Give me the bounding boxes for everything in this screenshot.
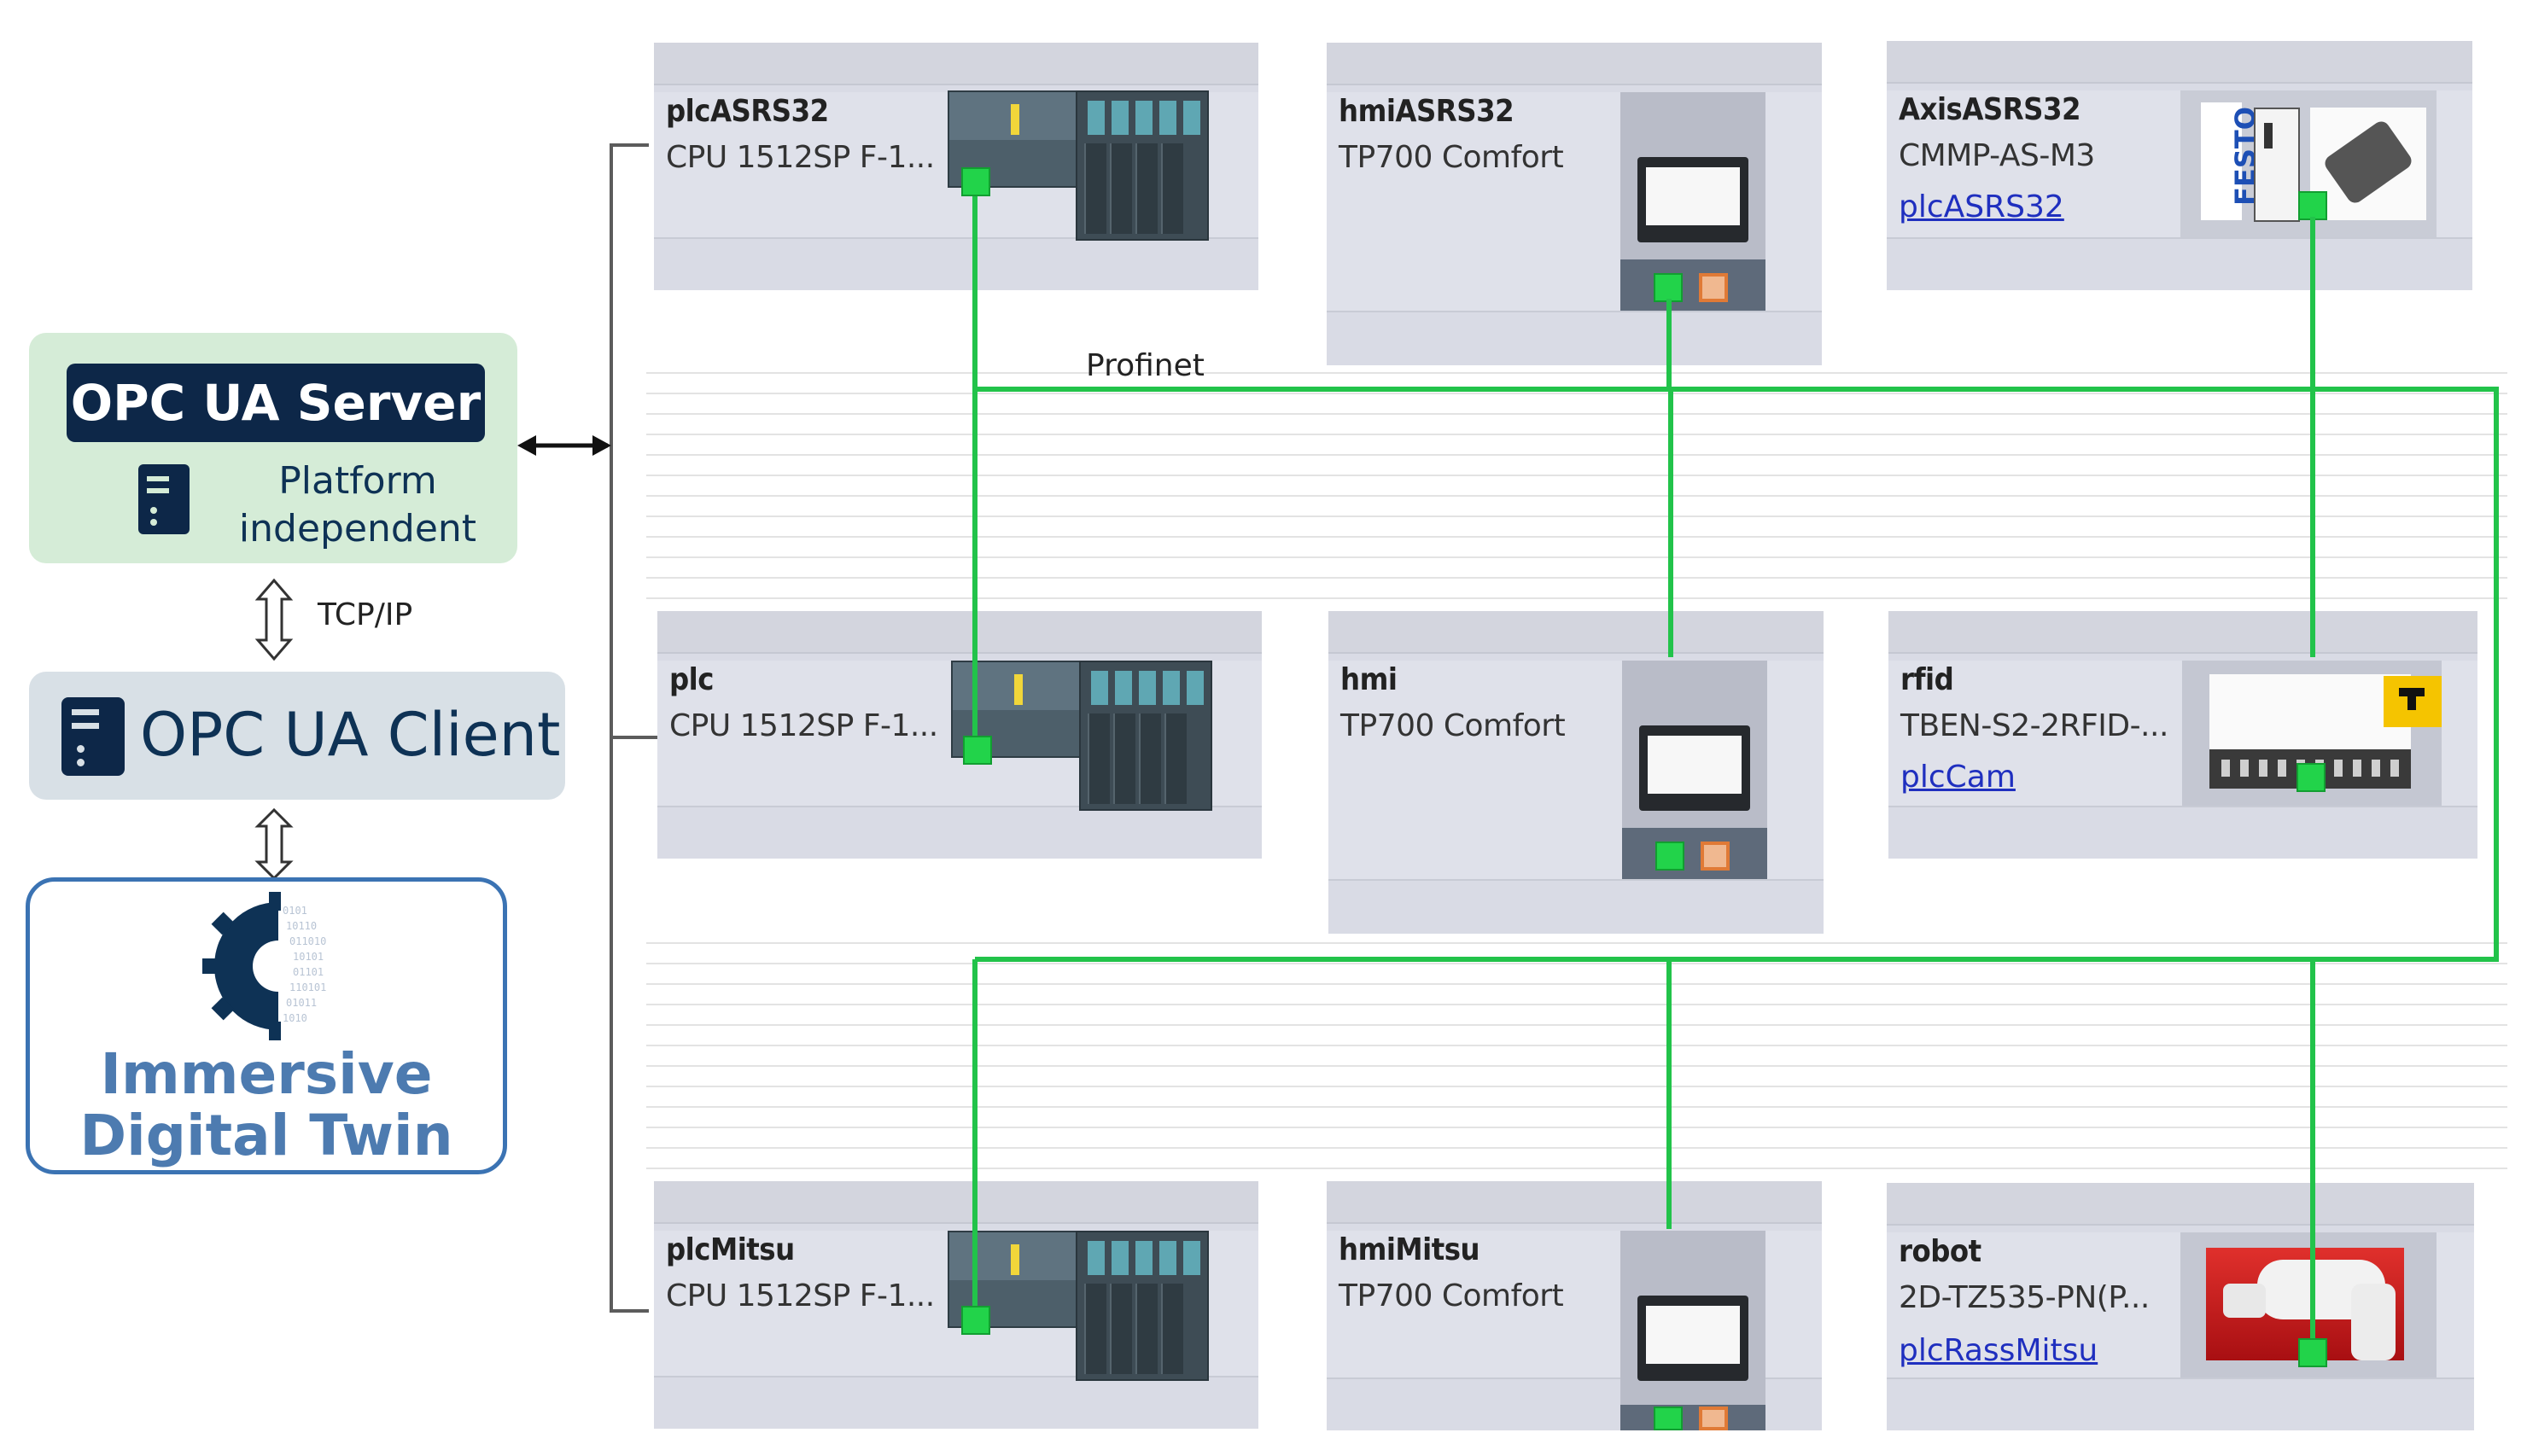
- profinet-port[interactable]: [1654, 1406, 1683, 1430]
- hmi-image: [1620, 92, 1765, 311]
- device-card-hmiASRS32[interactable]: hmiASRS32 TP700 Comfort: [1327, 43, 1822, 365]
- subtitle-line1: Platform: [278, 459, 437, 503]
- card-band: [657, 611, 1262, 654]
- device-link[interactable]: plcASRS32: [1899, 189, 2064, 224]
- device-name: plcASRS32: [666, 94, 829, 129]
- immersive-digital-twin-box: 0101 10110 011010 10101 01101 110101 010…: [26, 877, 507, 1174]
- device-card-robot[interactable]: robot 2D-TZ535-PN(P... plcRassMitsu: [1887, 1183, 2474, 1430]
- card-band: [1888, 611, 2477, 654]
- profinet-port[interactable]: [2298, 191, 2327, 220]
- device-type: TP700 Comfort: [1339, 140, 1564, 175]
- svg-text:110101: 110101: [289, 981, 326, 993]
- profinet-port[interactable]: [961, 1306, 990, 1335]
- device-type: 2D-TZ535-PN(P...: [1899, 1280, 2150, 1315]
- device-card-rfid[interactable]: rfid TBEN-S2-2RFID-... plcCam: [1888, 611, 2477, 859]
- twin-title-line1: Immersive: [100, 1041, 433, 1107]
- device-name: rfid: [1900, 662, 1954, 697]
- card-band: [654, 1181, 1258, 1224]
- profinet-port[interactable]: [1654, 273, 1683, 302]
- profinet-port[interactable]: [2296, 763, 2326, 792]
- port-orange: [1701, 842, 1730, 871]
- svg-text:011010: 011010: [289, 935, 326, 947]
- gear-binary-logo: 0101 10110 011010 10101 01101 110101 010…: [202, 892, 326, 1040]
- hmi-image: [1620, 1231, 1765, 1430]
- opc-ua-client-title: OPC UA Client: [140, 700, 561, 770]
- device-name: hmiASRS32: [1339, 94, 1514, 129]
- client-bus-line: [610, 143, 649, 1313]
- hmi-image: [1622, 661, 1767, 879]
- svg-text:1010: 1010: [283, 1012, 307, 1024]
- device-name: plc: [669, 662, 714, 697]
- device-link[interactable]: plcRassMitsu: [1899, 1333, 2098, 1368]
- port-orange: [1699, 273, 1728, 302]
- device-card-plcMitsu[interactable]: plcMitsu CPU 1512SP F-1...: [654, 1181, 1258, 1429]
- device-card-AxisASRS32[interactable]: AxisASRS32 CMMP-AS-M3 plcASRS32 FESTO: [1887, 41, 2472, 290]
- device-type: CPU 1512SP F-1...: [669, 708, 938, 743]
- device-name: hmiMitsu: [1339, 1232, 1480, 1267]
- profinet-port[interactable]: [2298, 1338, 2327, 1367]
- svg-text:01101: 01101: [293, 966, 324, 978]
- device-link[interactable]: plcCam: [1900, 760, 2016, 795]
- card-band: [1327, 43, 1822, 85]
- svg-text:0101: 0101: [283, 905, 307, 917]
- opc-ua-server-box: OPC UA Server Platform independent: [29, 333, 517, 563]
- svg-text:10110: 10110: [286, 920, 317, 932]
- profinet-port[interactable]: [1655, 842, 1684, 871]
- svg-text:01011: 01011: [286, 997, 317, 1009]
- card-band: [1328, 611, 1824, 654]
- server-icon: [138, 464, 190, 534]
- client-twin-double-arrow-icon: [254, 807, 294, 881]
- profinet-port[interactable]: [963, 736, 992, 765]
- card-band: [654, 43, 1258, 85]
- device-type: CMMP-AS-M3: [1899, 138, 2095, 173]
- device-name: robot: [1899, 1234, 1981, 1269]
- device-type: CPU 1512SP F-1...: [666, 1278, 935, 1313]
- svg-text:10101: 10101: [293, 951, 324, 963]
- tcpip-label: TCP/IP: [318, 597, 413, 632]
- device-card-plcASRS32[interactable]: plcASRS32 CPU 1512SP F-1...: [654, 43, 1258, 290]
- card-band: [1887, 41, 2472, 84]
- device-type: CPU 1512SP F-1...: [666, 140, 935, 175]
- card-band: [1887, 1183, 2474, 1226]
- device-name: AxisASRS32: [1899, 92, 2081, 127]
- tcpip-double-arrow-icon: [254, 578, 294, 661]
- device-name: plcMitsu: [666, 1232, 795, 1267]
- device-type: TP700 Comfort: [1339, 1278, 1564, 1313]
- port-orange: [1699, 1406, 1728, 1430]
- device-name: hmi: [1340, 662, 1398, 697]
- opc-ua-server-subtitle: Platform independent: [217, 457, 499, 553]
- device-card-plc[interactable]: plc CPU 1512SP F-1...: [657, 611, 1262, 859]
- card-band: [1327, 1181, 1822, 1224]
- opc-ua-client-box: OPC UA Client: [29, 672, 565, 800]
- device-type: TBEN-S2-2RFID-...: [1900, 708, 2168, 743]
- server-icon: [61, 697, 125, 776]
- device-type: TP700 Comfort: [1340, 708, 1566, 743]
- device-card-hmiMitsu[interactable]: hmiMitsu TP700 Comfort: [1327, 1181, 1822, 1430]
- subtitle-line2: independent: [238, 507, 477, 550]
- profinet-port[interactable]: [961, 167, 990, 196]
- device-card-hmi[interactable]: hmi TP700 Comfort: [1328, 611, 1824, 934]
- twin-title-line2: Digital Twin: [79, 1103, 453, 1168]
- profinet-label: Profinet: [1086, 348, 1205, 383]
- opc-ua-server-title: OPC UA Server: [67, 364, 485, 442]
